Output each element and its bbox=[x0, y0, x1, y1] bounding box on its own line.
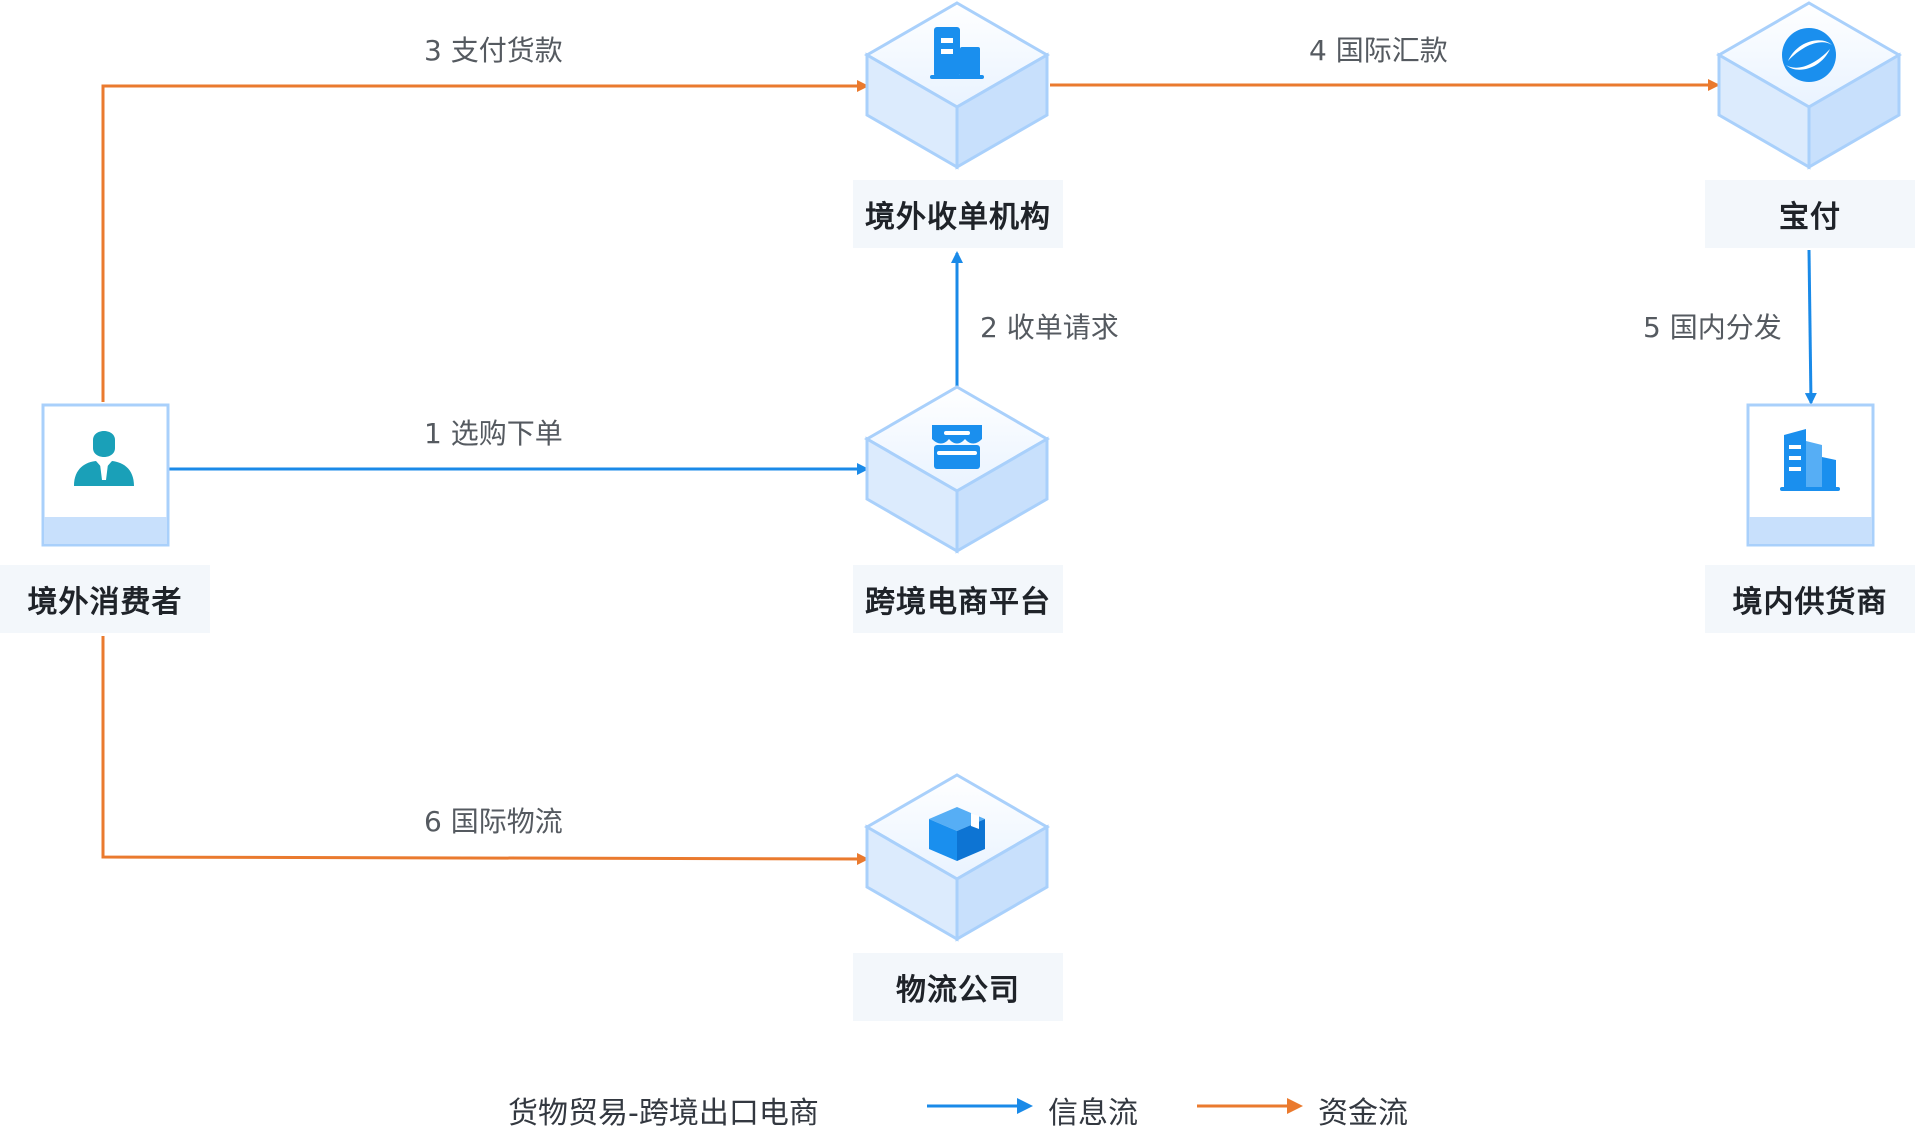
flow-5-label: 5 国内分发 bbox=[1643, 311, 1782, 344]
supplier-card bbox=[1746, 403, 1875, 547]
user-icon bbox=[74, 431, 134, 486]
store-icon bbox=[932, 425, 982, 469]
baofu-cube bbox=[1716, 1, 1902, 170]
consumer-card bbox=[41, 403, 170, 547]
baofu-label: 宝付 bbox=[1705, 180, 1915, 248]
office-building-icon bbox=[1780, 429, 1840, 491]
legend-title: 货物贸易-跨境出口电商 bbox=[508, 1096, 819, 1131]
flow-3-label: 3 支付货款 bbox=[424, 34, 563, 67]
legend-money-arrow bbox=[1197, 1098, 1303, 1114]
legend-info-arrow bbox=[927, 1098, 1033, 1114]
platform-cube bbox=[864, 385, 1050, 554]
logistics-label: 物流公司 bbox=[853, 953, 1063, 1021]
acquirer-label: 境外收单机构 bbox=[853, 180, 1063, 248]
platform-label: 跨境电商平台 bbox=[853, 565, 1063, 633]
acquirer-cube bbox=[864, 1, 1050, 170]
package-icon bbox=[929, 807, 985, 861]
flow-6-label: 6 国际物流 bbox=[424, 805, 563, 838]
flow-6-line bbox=[101, 636, 869, 865]
flow-2-label: 2 收单请求 bbox=[980, 311, 1119, 344]
supplier-label: 境内供货商 bbox=[1705, 565, 1915, 633]
flow-5-line bbox=[1804, 249, 1817, 405]
legend-info-label: 信息流 bbox=[1048, 1096, 1138, 1131]
flow-1-label: 1 选购下单 bbox=[424, 417, 563, 450]
building-icon bbox=[930, 27, 984, 79]
logistics-cube bbox=[864, 773, 1050, 942]
baofu-logo-icon bbox=[1782, 28, 1836, 82]
flow-3-line bbox=[101, 80, 869, 402]
flow-4-label: 4 国际汇款 bbox=[1309, 34, 1448, 67]
consumer-label: 境外消费者 bbox=[0, 565, 210, 633]
legend-money-label: 资金流 bbox=[1318, 1096, 1408, 1131]
